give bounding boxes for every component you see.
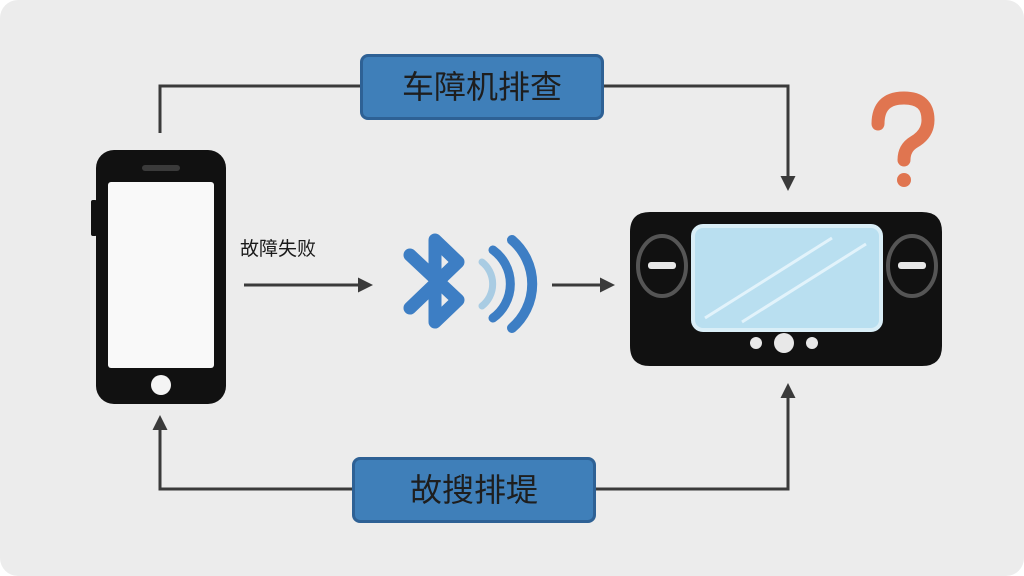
bottom-flow-arrow	[152, 415, 352, 491]
bottom-label-box: 故搜排堤	[352, 457, 596, 523]
smartphone-icon	[91, 150, 226, 404]
car-display-icon	[630, 212, 942, 366]
top-flow-line	[158, 84, 362, 133]
bluetooth-icon	[403, 233, 538, 333]
top-flow-arrow	[602, 84, 796, 191]
bottom-label-text: 故搜排堤	[409, 471, 538, 509]
top-label-text: 车障机排查	[401, 68, 562, 106]
bottom-flow-line	[596, 383, 796, 491]
connection-failed-label: 故障失败	[240, 238, 317, 260]
question-mark-icon	[871, 91, 935, 187]
top-label-box: 车障机排查	[360, 54, 604, 120]
